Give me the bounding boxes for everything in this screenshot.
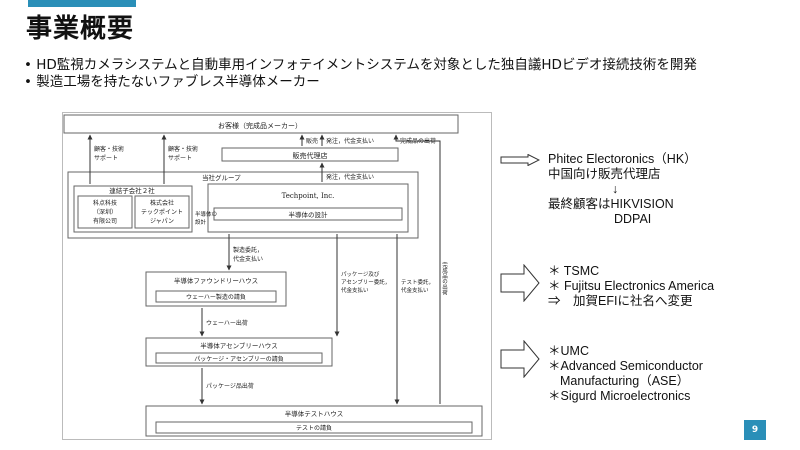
- distributor-label: 販売代理店: [293, 151, 328, 160]
- foundry-label: 半導体ファウンドリーハウス: [174, 276, 258, 285]
- assembly-label: 半導体アセンブリーハウス: [200, 341, 278, 350]
- foundry-order-1: 製造委託，: [233, 246, 263, 254]
- bullet-list: • HD監視カメラシステムと自動車用インフォテイメントシステムを対象とした独自議…: [24, 57, 697, 91]
- accent-bar: [28, 0, 136, 7]
- subsidiary-box: [73, 185, 193, 233]
- foundry-order-2: 代金支払い: [233, 255, 263, 263]
- order2-label: 発注，代金支払い: [326, 173, 374, 181]
- assembly-order-3: 代金支払い: [341, 286, 369, 294]
- subsidiary-label: 連結子会社２社: [109, 186, 155, 195]
- package-ship-label: パッケージ品出荷: [206, 382, 254, 390]
- group-label: 当社グループ: [202, 173, 241, 182]
- support-right-1: 顧客・技術: [168, 145, 198, 153]
- foundry-note: ＊ TSMC ＊ Fujitsu Electronics America ⇒ 加…: [548, 264, 714, 309]
- design-side-2: 設計: [195, 218, 207, 226]
- test-order-1: テスト委託，: [401, 278, 434, 286]
- assembly-order-1: パッケージ及び: [341, 270, 380, 278]
- group-box: [67, 171, 419, 239]
- customer-box: [63, 114, 459, 134]
- test-house-label: 半導体テストハウス: [285, 409, 344, 418]
- sub2-box: [134, 195, 190, 229]
- support-left-1: 顧客・技術: [94, 145, 124, 153]
- note-line: ＊Sigurd Microelectronics: [548, 389, 691, 403]
- note-line: DDPAI: [614, 212, 652, 226]
- distributor-box: [221, 147, 399, 162]
- finished-ship-vertical: 完成品の出荷: [441, 261, 448, 297]
- sales-label: 販売: [306, 137, 318, 145]
- note-line: ＊UMC: [548, 344, 589, 358]
- assembly-sub-label: パッケージ・アセンブリーの請負: [194, 355, 284, 363]
- sub2-line2: テックポイント: [141, 208, 183, 216]
- techpoint-label: Techpoint, Inc.: [282, 192, 335, 200]
- foundry-sub-box: [155, 290, 277, 303]
- note-line: Phitec Electoronics（HK）: [548, 152, 697, 166]
- support-right-2: サポート: [168, 154, 192, 162]
- diagram-frame: [62, 112, 492, 440]
- note-line: Manufacturing（ASE）: [560, 374, 690, 388]
- arrow-assembly-icon: [500, 340, 540, 378]
- order-label: 発注，代金支払い: [326, 137, 374, 145]
- test-house-box: [145, 405, 483, 437]
- business-flow-diagram: お客様（完成品メーカー） 販売代理店 販売 発注，代金支払い 完成品の出荷 顧客…: [62, 112, 492, 440]
- sub2-line1: 株式会社: [150, 199, 174, 207]
- bullet-item: • HD監視カメラシステムと自動車用インフォテイメントシステムを対象とした独自議…: [24, 57, 697, 73]
- note-line: ＊ Fujitsu Electronics America: [548, 279, 715, 293]
- page-number: 9: [744, 420, 766, 440]
- page-title: 事業概要: [26, 14, 135, 44]
- foundry-box: [145, 271, 287, 307]
- assembly-box: [145, 337, 333, 367]
- design-label: 半導体の設計: [289, 210, 329, 219]
- bullet-item: • 製造工場を持たないファブレス半導体メーカー: [24, 74, 320, 90]
- customer-label: お客様（完成品メーカー）: [218, 121, 302, 130]
- note-line: ⇒ 加賀EFIに社名へ変更: [548, 294, 693, 308]
- distributor-note: Phitec Electoronics（HK） 中国向け販売代理店 ↓ 最終顧客…: [548, 152, 697, 227]
- note-line: 最終顧客はHIKVISION: [548, 197, 674, 211]
- finished-ship-label: 完成品の出荷: [400, 137, 436, 145]
- test-sub-label: テストの請負: [296, 424, 332, 432]
- arrow-foundry-icon: [500, 264, 540, 302]
- techpoint-box: [207, 183, 409, 233]
- note-line: ↓: [612, 182, 619, 196]
- wafer-ship-label: ウェーハー出荷: [206, 319, 248, 327]
- sub1-line3: 有限公司: [93, 217, 117, 225]
- assembly-sub-box: [155, 352, 323, 364]
- sub1-line2: （深圳）: [93, 208, 117, 216]
- note-line: ＊ TSMC: [548, 264, 600, 278]
- sub2-line3: ジャパン: [150, 218, 174, 225]
- sub1-box: [77, 195, 133, 229]
- note-line: 中国向け販売代理店: [548, 167, 661, 181]
- note-line: ＊Advanced Semiconductor: [548, 359, 703, 373]
- foundry-sub-label: ウェーハー製造の請負: [186, 293, 246, 301]
- test-order-2: 代金支払い: [401, 286, 429, 294]
- test-sub-box: [155, 421, 473, 434]
- support-left-2: サポート: [94, 154, 118, 162]
- assembly-note: ＊UMC ＊Advanced Semiconductor Manufacturi…: [548, 344, 703, 404]
- assembly-order-2: アセンブリー委託，: [341, 278, 390, 286]
- design-side-1: 半導体の: [195, 210, 217, 218]
- sub1-line1: 科点科技: [93, 199, 117, 207]
- design-box: [213, 207, 403, 221]
- arrow-distributor-icon: [500, 154, 540, 166]
